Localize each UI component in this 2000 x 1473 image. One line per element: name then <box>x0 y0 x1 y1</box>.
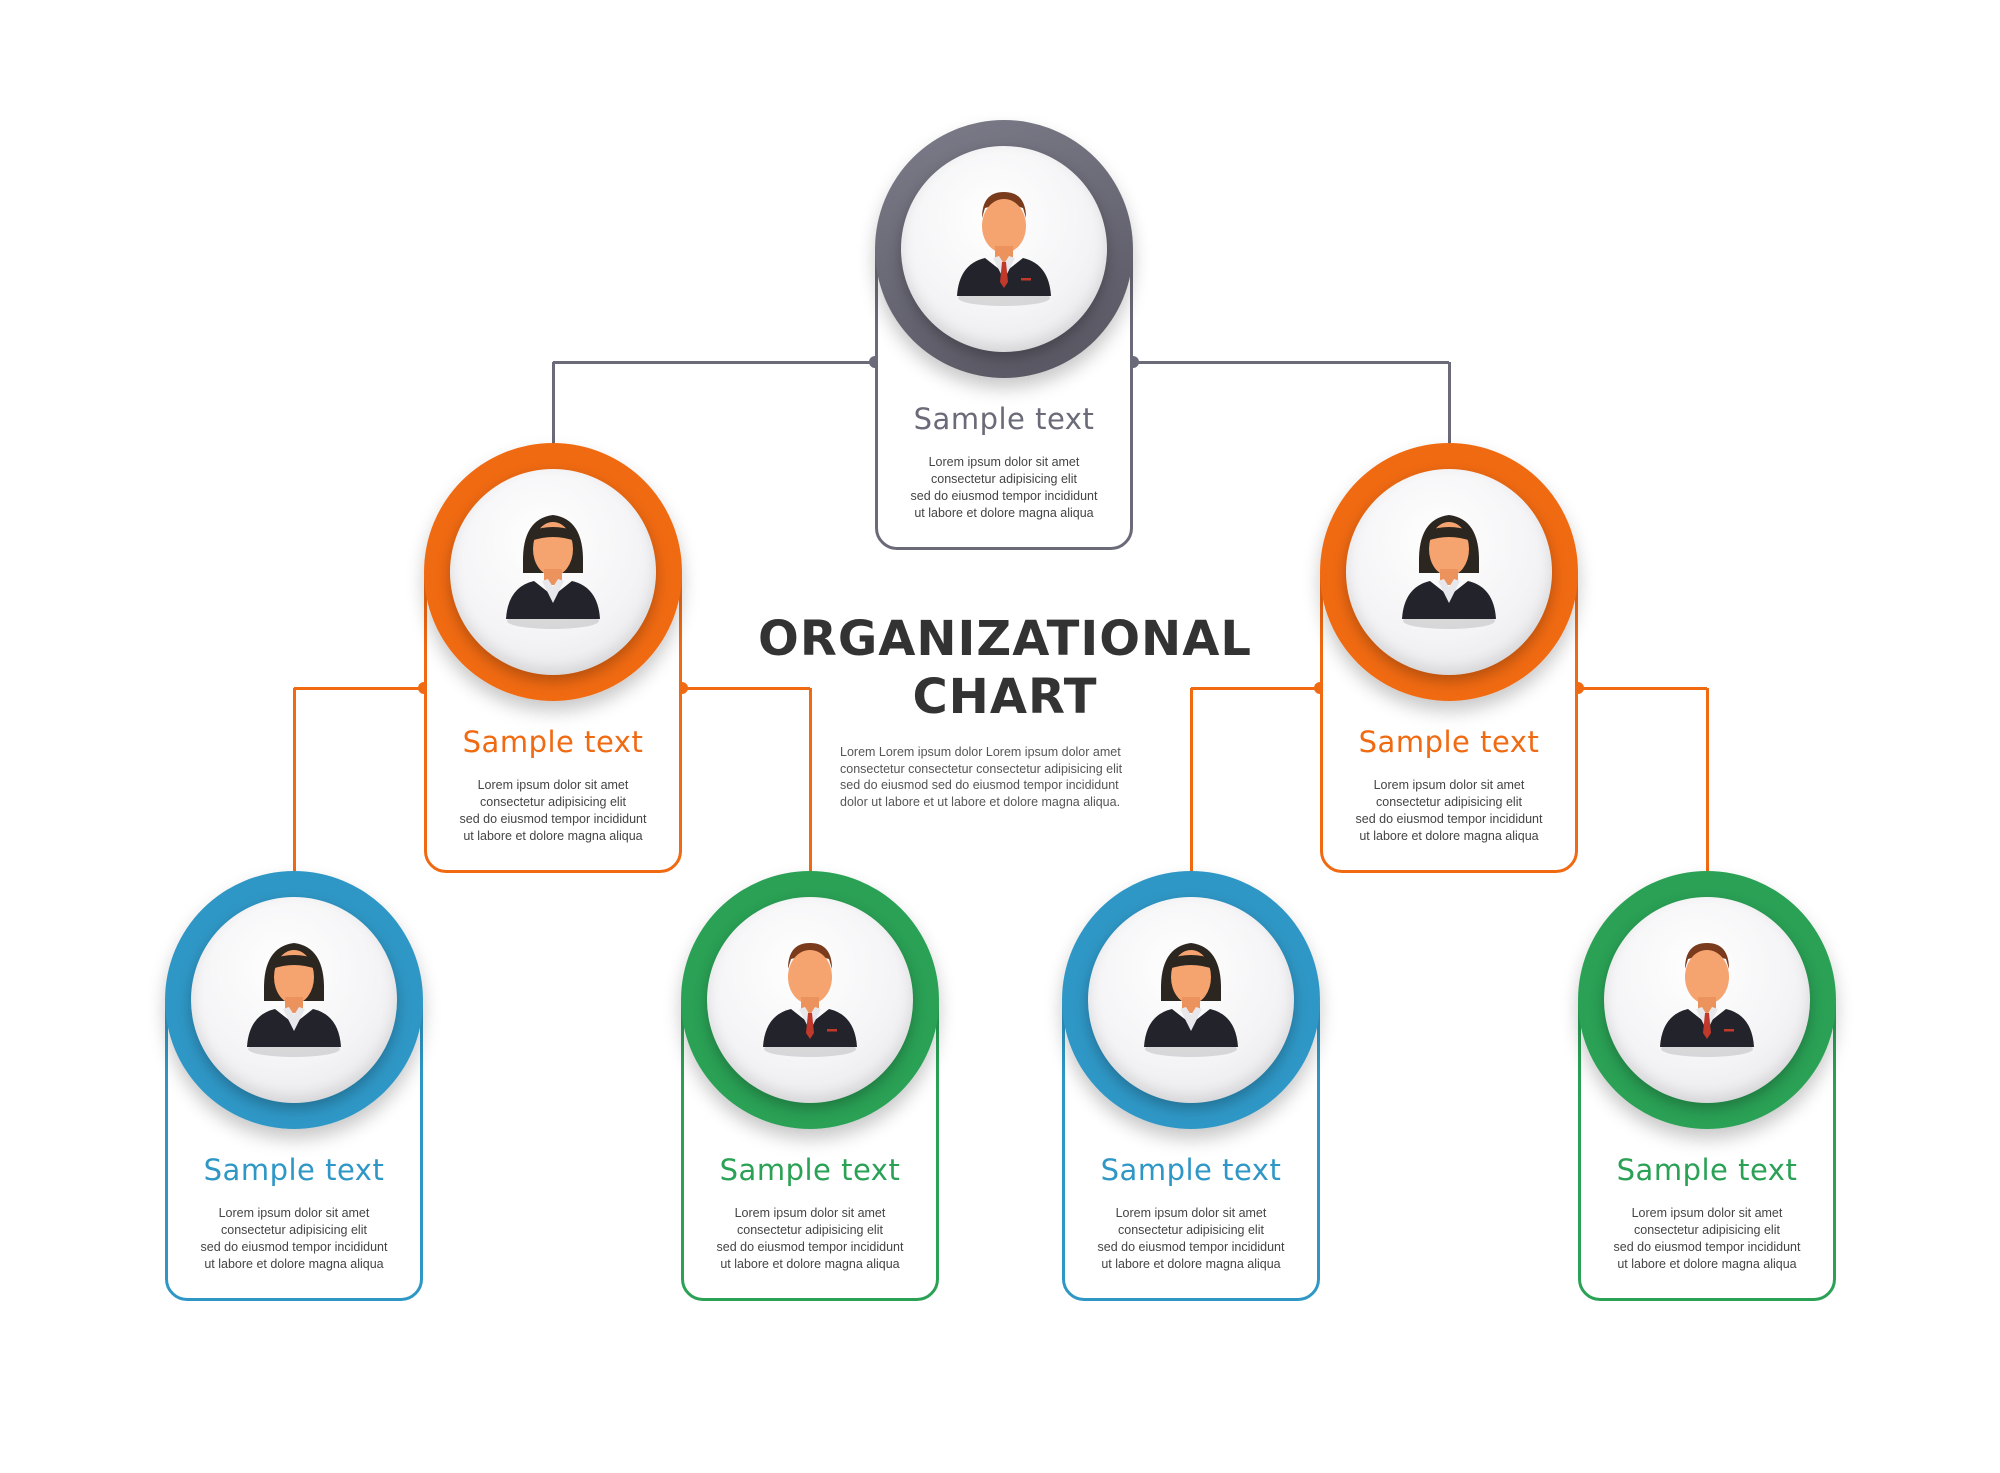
node-description-line: ut labore et dolore magna aliqua <box>914 506 1094 520</box>
woman-avatar-icon <box>239 929 349 1064</box>
node-description-line: consectetur adipisicing elit <box>931 472 1077 486</box>
connector-line <box>292 688 296 871</box>
node-description-line: sed do eiusmod tempor incididunt <box>459 812 647 826</box>
node-description: Lorem ipsum dolor sit amet consectetur ad… <box>1578 1205 1836 1273</box>
node-description-line: Lorem ipsum dolor sit amet <box>218 1206 370 1220</box>
node-description-line: Lorem ipsum dolor sit amet <box>477 778 629 792</box>
node-title: Sample text <box>719 1153 901 1187</box>
node-description-line: sed do eiusmod tempor incididunt <box>1613 1240 1801 1254</box>
node-description-line: Lorem ipsum dolor sit amet <box>1115 1206 1267 1220</box>
chart-description-line: dolor ut labore et ut labore et dolore m… <box>840 794 1121 809</box>
node-description-line: sed do eiusmod tempor incididunt <box>910 489 1098 503</box>
woman-avatar-icon <box>1136 929 1246 1064</box>
node-title: Sample text <box>913 402 1095 436</box>
connector-line <box>553 360 875 364</box>
chart-title: ORGANIZATIONAL CHART <box>740 610 1270 726</box>
node-description-line: ut labore et dolore magna aliqua <box>1617 1257 1797 1271</box>
chart-description: Lorem Lorem ipsum dolor Lorem ipsum dolo… <box>840 744 1170 810</box>
man-avatar-icon <box>949 178 1059 313</box>
node-description-line: consectetur adipisicing elit <box>480 795 626 809</box>
connector-line <box>1447 362 1451 443</box>
node-description-line: ut labore et dolore magna aliqua <box>204 1257 384 1271</box>
node-description-line: Lorem ipsum dolor sit amet <box>1631 1206 1783 1220</box>
connector-line <box>551 362 555 443</box>
woman-avatar-icon <box>498 501 608 636</box>
node-description-line: consectetur adipisicing elit <box>221 1223 367 1237</box>
node-description-line: consectetur adipisicing elit <box>1634 1223 1780 1237</box>
connector-line <box>1189 688 1193 871</box>
node-description-line: Lorem ipsum dolor sit amet <box>734 1206 886 1220</box>
node-description-line: sed do eiusmod tempor incididunt <box>1097 1240 1285 1254</box>
man-avatar-icon <box>1652 929 1762 1064</box>
connector-line <box>1705 688 1709 871</box>
node-description-line: consectetur adipisicing elit <box>1118 1223 1264 1237</box>
chart-description-line: Lorem Lorem ipsum dolor Lorem ipsum dolo… <box>840 745 1121 759</box>
node-description-line: Lorem ipsum dolor sit amet <box>928 455 1080 469</box>
node-title: Sample text <box>1100 1153 1282 1187</box>
chart-title-line-2: CHART <box>912 669 1098 725</box>
connector-line <box>1191 686 1320 690</box>
connector-line <box>682 686 810 690</box>
connector-line <box>1578 686 1707 690</box>
node-description: Lorem ipsum dolor sit amet consectetur ad… <box>1062 1205 1320 1273</box>
node-description: Lorem ipsum dolor sit amet consectetur ad… <box>165 1205 423 1273</box>
node-title: Sample text <box>1358 725 1540 759</box>
connector-line <box>294 686 424 690</box>
node-description: Lorem ipsum dolor sit amet consectetur ad… <box>424 777 682 845</box>
connector-line <box>808 688 812 871</box>
node-description: Lorem ipsum dolor sit amet consectetur ad… <box>875 454 1133 522</box>
node-description-line: sed do eiusmod tempor incididunt <box>716 1240 904 1254</box>
man-avatar-icon <box>755 929 865 1064</box>
node-description-line: sed do eiusmod tempor incididunt <box>1355 812 1543 826</box>
node-title: Sample text <box>462 725 644 759</box>
chart-title-line-1: ORGANIZATIONAL <box>758 611 1252 667</box>
woman-avatar-icon <box>1394 501 1504 636</box>
chart-description-line: consectetur consectetur consectetur adip… <box>840 761 1123 776</box>
node-description-line: ut labore et dolore magna aliqua <box>463 829 643 843</box>
node-description-line: ut labore et dolore magna aliqua <box>720 1257 900 1271</box>
node-description-line: Lorem ipsum dolor sit amet <box>1373 778 1525 792</box>
node-title: Sample text <box>203 1153 385 1187</box>
node-description-line: sed do eiusmod tempor incididunt <box>200 1240 388 1254</box>
node-description-line: ut labore et dolore magna aliqua <box>1359 829 1539 843</box>
node-description-line: consectetur adipisicing elit <box>1376 795 1522 809</box>
node-description: Lorem ipsum dolor sit amet consectetur ad… <box>1320 777 1578 845</box>
node-description-line: ut labore et dolore magna aliqua <box>1101 1257 1281 1271</box>
node-description-line: consectetur adipisicing elit <box>737 1223 883 1237</box>
node-title: Sample text <box>1616 1153 1798 1187</box>
chart-description-line: sed do eiusmod sed do eiusmod tempor inc… <box>840 778 1119 792</box>
connector-line <box>1133 360 1449 364</box>
node-description: Lorem ipsum dolor sit amet consectetur ad… <box>681 1205 939 1273</box>
